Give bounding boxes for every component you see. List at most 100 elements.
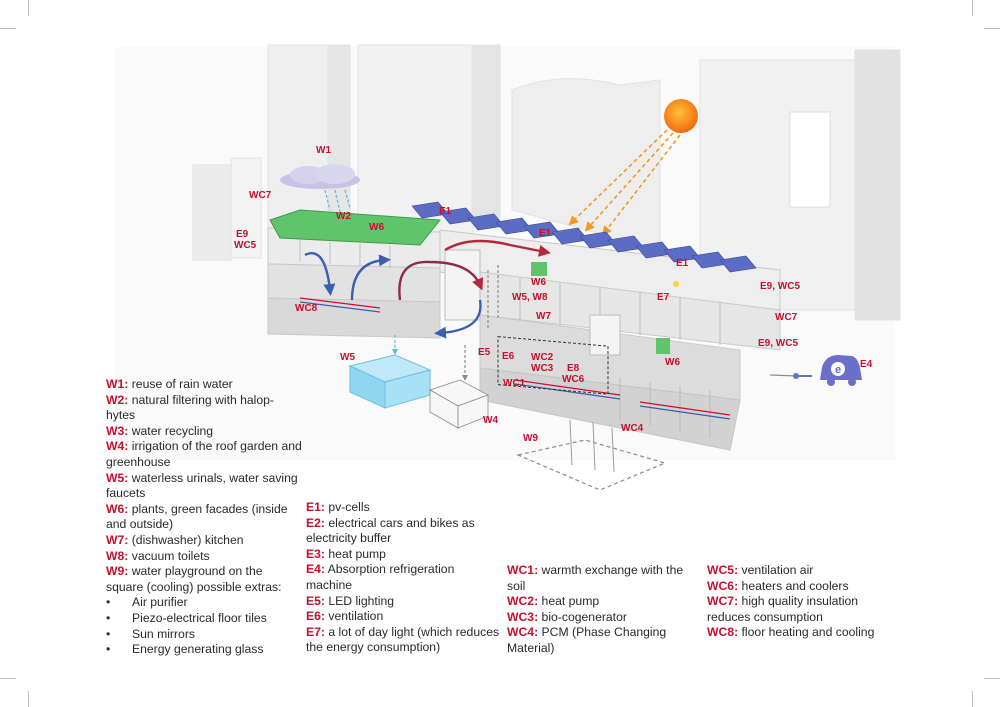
legend-code: E3: [306,546,325,561]
extras-item: • Air purifier [106,595,302,611]
crop-mark [28,691,29,707]
legend-text: Absorption refrigeration machine [306,562,455,592]
legend-item: WC8: floor heating and cooling [707,625,892,641]
legend-code: E5: [306,593,325,608]
label-e9-wc5-bottom: E9, WC5 [758,338,799,349]
legend-item: WC4: PCM (Phase Changing Material) [507,625,697,656]
plant-wall [531,262,547,276]
extras-text: Air purifier [132,595,188,610]
legend-item: E2: electrical cars and bikes as electri… [306,516,501,547]
legend-code: W1: [106,377,129,391]
legend-code: WC7: [707,594,739,609]
legend-text: LED lighting [324,593,395,608]
legend-code: WC1: [507,563,539,577]
legend-item: WC2: heat pump [507,594,697,610]
label-e1-c: E1 [676,258,689,269]
crop-mark [0,28,16,29]
legend-code: WC8: [707,625,739,640]
legend-text: natural filtering with halop-hytes [106,392,274,423]
pv-panels [411,201,757,273]
legend-text: ventilation air [738,563,814,577]
legend-text: pv-cells [324,500,370,514]
legend-item: W8: vacuum toilets [106,549,302,565]
green-roof [269,209,441,246]
crop-mark [972,0,973,16]
legend-code: W4: [106,439,129,454]
legend-text: heaters and coolers [738,578,849,593]
crop-mark [972,691,973,707]
extras-text: Piezo-electrical floor tiles [132,610,267,625]
label-wc7-left: WC7 [249,190,272,201]
legend-item: WC6: heaters and coolers [707,579,892,595]
legend-code: E6: [306,609,325,624]
legend-code: W7: [106,532,129,547]
legend-text: a lot of day light (which reduces the en… [306,624,500,655]
light-icon [673,281,679,287]
label-e9-wc5-top: E9, WC5 [760,281,801,292]
legend-text: floor heating and cooling [738,625,875,640]
air-flow [304,239,551,339]
bullet-icon: • [106,610,111,625]
label-wc1: WC1 [503,378,526,389]
floor-heating [299,297,731,420]
legend-item: E1: pv-cells [306,500,501,516]
legend-text: ventilation [324,609,384,624]
crop-mark [28,0,29,16]
legend-code: E4: [306,562,325,577]
legend-item: WC3: bio-cogenerator [507,610,697,626]
legend-code: WC4: [507,625,539,640]
legend-item: E6: ventilation [306,609,501,625]
extras-item: •Energy generating glass [106,642,302,658]
legend-code: W2: [106,392,129,407]
bullet-icon: • [106,595,111,610]
bullet-icon: • [106,626,111,641]
legend-item: W1: reuse of rain water [106,377,302,393]
label-w5-w8: W5, W8 [512,292,548,303]
legend-item: E5: LED lighting [306,594,501,610]
crop-mark [984,678,1000,679]
legend-text: water recycling [128,423,214,438]
legend-item: W2: natural filtering with halop-hytes [106,393,302,424]
legend-item: E4: Absorption refrigeration machine [306,562,501,593]
legend-item: WC1: warmth exchange with the soil [507,563,697,594]
technical-room [497,336,609,395]
legend-text: (dishwasher) kitchen [128,532,244,547]
legend-text: vacuum toilets [128,548,210,563]
irrigation-tank [429,379,489,429]
legend-text: warmth exchange with the soil [507,563,684,593]
car-letter: e [835,364,841,376]
label-wc6: WC6 [562,374,585,385]
label-e5: E5 [478,347,491,358]
extras-text: Energy generating glass [132,642,264,657]
label-e1-b: E1 [539,228,552,239]
label-e8: E8 [567,363,580,374]
label-w6-roof: W6 [369,222,384,233]
sun-icon [664,99,698,133]
legend-text: waterless urinals, water saving faucets [106,470,298,501]
legend-item: WC7: high quality insulation reduces con… [707,594,892,625]
label-wc7-right: WC7 [775,312,798,323]
legend-text: heat pump [324,546,386,561]
extras-list: • Air purifier • Piezo-electrical floor til… [106,595,302,657]
label-w6-mid: W6 [531,277,546,288]
legend-item: W3: water recycling [106,424,302,440]
legend-code: WC3: [507,609,539,624]
legend-item: E7: a lot of day light (which reduces th… [306,625,501,656]
legend-code: WC2: [507,594,539,609]
legend-item: W4: irrigation of the roof garden and gr… [106,439,302,470]
legend-text: plants, green facades (inside and outsid… [106,501,288,532]
water-playground [516,439,667,491]
crop-mark [984,28,1000,29]
legend-code: E2: [306,515,325,530]
legend-text: water playground on the square (cooling)… [106,564,282,594]
label-w4: W4 [483,415,498,426]
label-wc3: WC3 [531,363,554,374]
extras-text: Sun mirrors [132,626,195,641]
legend-item: W7: (dishwasher) kitchen [106,533,302,549]
legend-code: W9: [106,564,129,579]
label-w1: W1 [316,145,331,156]
